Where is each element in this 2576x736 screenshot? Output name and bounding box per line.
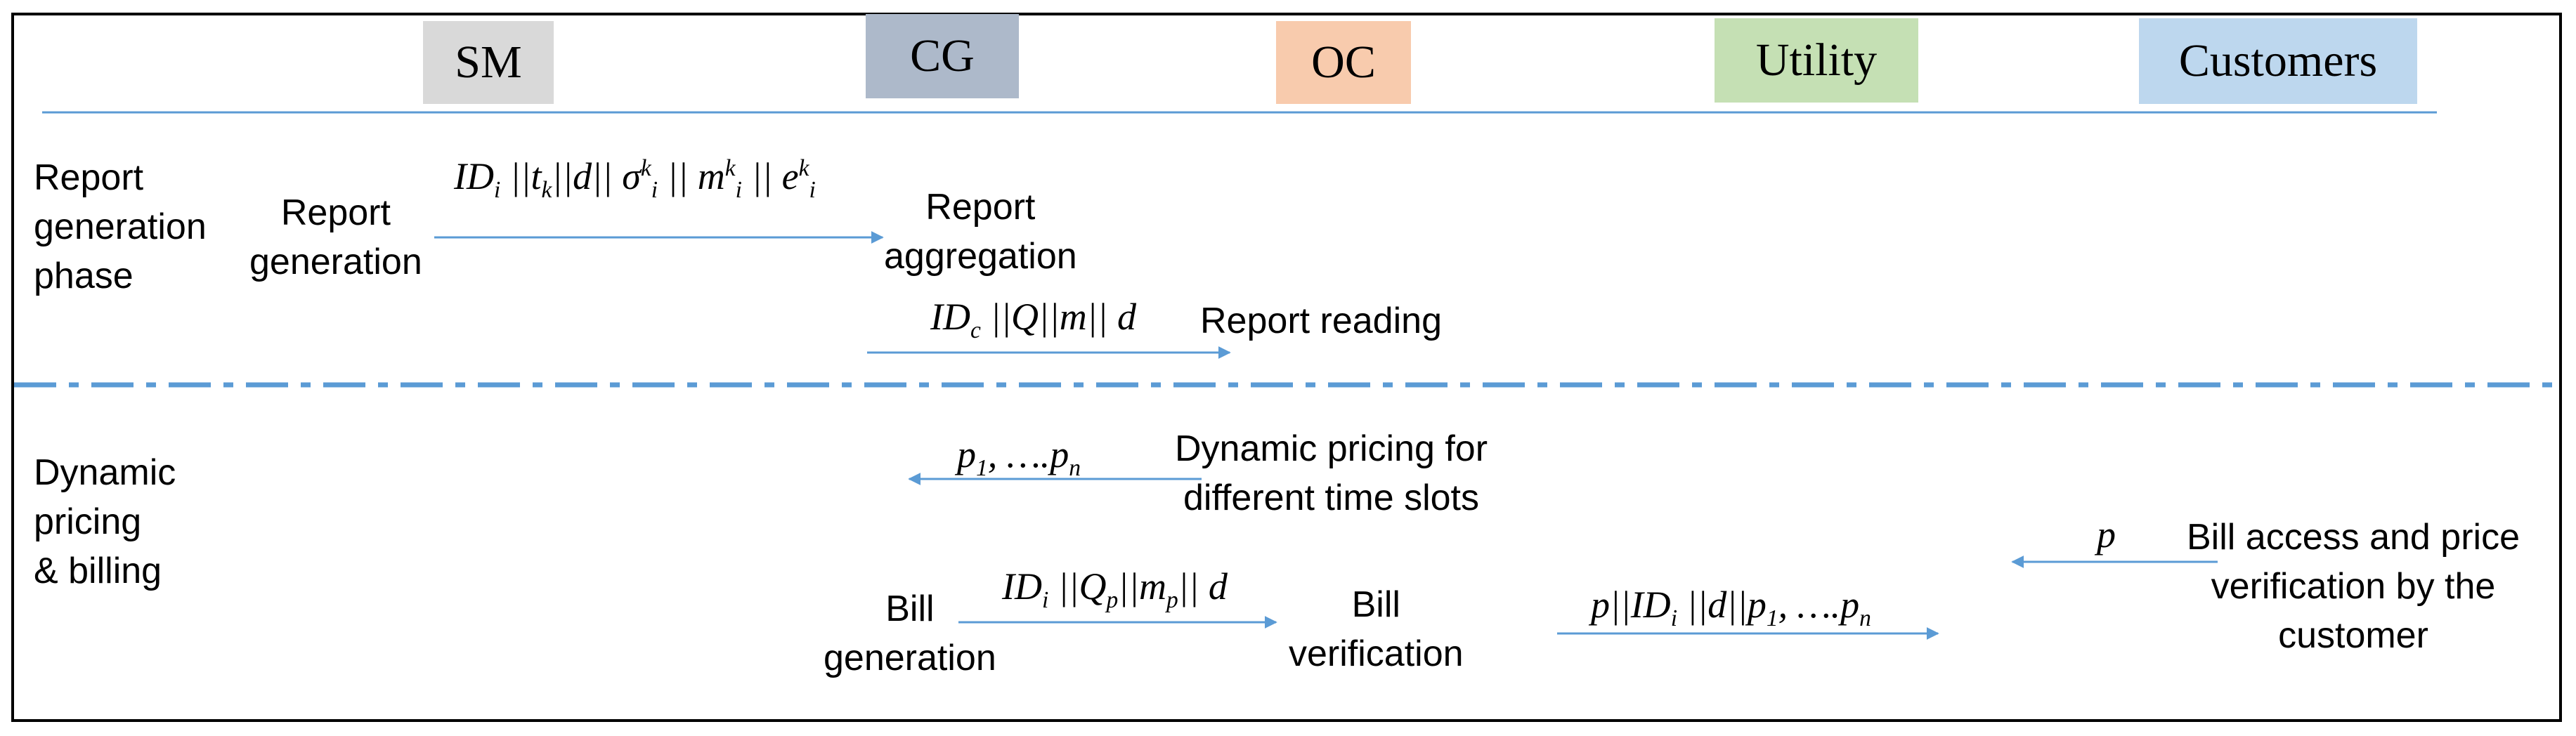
header-utility: Utility [1715,18,1918,103]
bill-access-line1: Bill access and price [2187,517,2520,558]
header-customers-label: Customers [2178,35,2378,86]
f5-id: ID [1630,584,1671,626]
f4-m: m [1138,565,1166,607]
f5-pn-sub: n [1859,605,1871,631]
f2-m: m [1059,296,1087,338]
f1-sigma: σ [622,155,641,197]
msg-aggregate-formula: IDc ||Q||m|| d [930,296,1136,343]
f5-dots: , …. [1778,584,1841,626]
dynamic-pricing-line2: different time slots [1183,478,1480,519]
bill-access-label: Bill access and price verification by th… [2187,513,2520,661]
f1-d: d [573,155,592,197]
f5-pn: p [1840,584,1860,626]
f3-pn: p [1050,433,1069,475]
f1-e-sup: k [798,155,809,181]
header-oc-label: OC [1311,37,1376,88]
f1-e: e [781,155,799,197]
report-reading-label: Report reading [1200,296,1442,346]
phase-label-report-line3: phase [34,256,134,297]
f3-pn-sub: n [1069,454,1081,481]
f2-id-sub: c [970,317,981,343]
header-sm-label: SM [455,37,522,88]
msg-bill-formula: IDi ||Qp||mp|| d [1002,565,1228,613]
header-cg: CG [866,14,1019,98]
dynamic-pricing-label: Dynamic pricing for different time slots [1175,424,1488,523]
header-oc: OC [1276,21,1411,104]
phase-label-pricing: Dynamic pricing & billing [34,448,176,596]
bill-generation-line2: generation [824,638,996,679]
report-generation-line2: generation [249,242,422,283]
f4-id: ID [1002,565,1042,607]
msg-prices-formula: p1, ….pn [957,433,1081,480]
msg-p-formula: p [2097,513,2116,556]
report-reading-text: Report reading [1200,301,1442,341]
bill-verification-line2: verification [1289,633,1464,675]
diagram-frame [11,13,2562,722]
f2-d: d [1117,296,1136,338]
f2-id: ID [930,296,970,338]
f1-m-sup: k [724,155,736,181]
f1-m-sub: i [735,176,742,203]
report-aggregation-label: Report aggregation [884,183,1077,281]
msg-report-formula: IDi ||tk||d|| σki || mki || eki [454,155,816,203]
f1-sigma-sub: i [651,176,658,203]
f2-q: Q [1011,296,1039,338]
bill-access-line3: customer [2278,615,2428,657]
phase-label-report: Report generation phase [34,153,207,301]
f4-m-sub: p [1166,586,1178,613]
phase-label-pricing-line2: pricing [34,501,142,543]
phase-label-report-line1: Report [34,157,144,198]
f4-d: d [1208,565,1228,607]
bill-generation-label: Bill generation [824,584,996,683]
bill-generation-line1: Bill [885,589,935,629]
f1-id-sub: i [493,176,501,203]
f4-q: Q [1079,565,1107,607]
phase-label-report-line2: generation [34,206,207,248]
f3-p1-sub: 1 [976,454,988,481]
f4-id-sub: i [1041,586,1049,613]
bill-verification-label: Bill verification [1289,580,1464,678]
f5-id-sub: i [1670,605,1677,631]
f6-p: p [2097,513,2116,556]
f5-p1: p [1747,584,1767,626]
f3-dots: , …. [987,433,1050,475]
f1-e-sub: i [809,176,816,203]
report-generation-label: Report generation [249,188,422,287]
dynamic-pricing-line1: Dynamic pricing for [1175,428,1488,469]
f1-t-sub: k [541,176,552,203]
header-utility-label: Utility [1755,34,1878,86]
report-generation-line1: Report [280,192,391,233]
msg-verify-formula: p||IDi ||d||p1, ….pn [1591,584,1871,631]
f1-id: ID [454,155,494,197]
f5-p: p [1591,584,1610,626]
f3-p1: p [957,433,976,475]
header-sm: SM [423,21,554,104]
f5-d: d [1707,584,1727,626]
report-aggregation-line1: Report [925,187,1036,228]
f1-sigma-sup: k [640,155,651,181]
phase-label-pricing-line1: Dynamic [34,452,176,493]
bill-access-line2: verification by the [2211,566,2496,607]
header-customers: Customers [2139,18,2417,104]
f1-m: m [697,155,725,197]
header-cg-label: CG [910,30,975,81]
f5-p1-sub: 1 [1766,605,1778,631]
bill-verification-line1: Bill [1351,584,1400,625]
phase-label-pricing-line3: & billing [34,551,162,592]
f1-t: t [531,155,542,197]
f4-q-sub: p [1106,586,1119,613]
report-aggregation-line2: aggregation [884,236,1077,277]
